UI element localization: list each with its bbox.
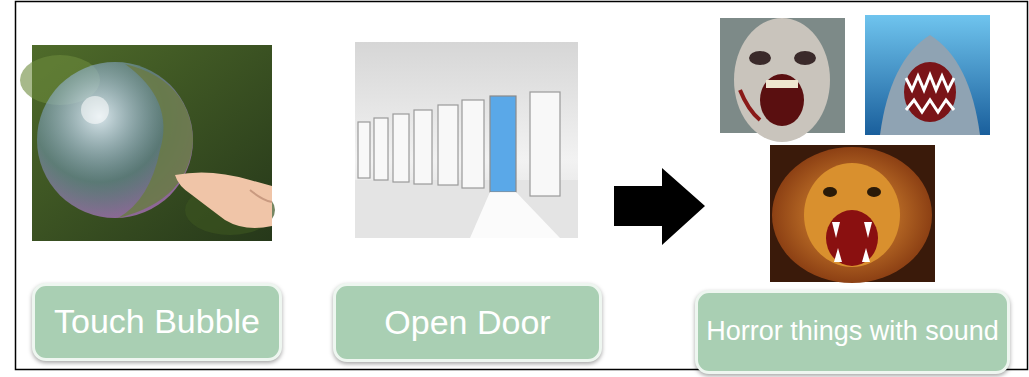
doors-photo — [355, 42, 578, 238]
zombie-photo — [720, 18, 845, 142]
label-text: Open Door — [384, 303, 550, 342]
label-box: Horror things with sound — [695, 290, 1010, 374]
label-box: Touch Bubble — [32, 283, 282, 361]
label-box: Open Door — [333, 283, 602, 362]
shark-photo — [865, 15, 990, 135]
label-text: Horror things with sound — [706, 316, 999, 347]
bubble-photo — [20, 45, 275, 241]
label-text: Touch Bubble — [54, 302, 260, 341]
lion-photo — [770, 145, 935, 283]
block-arrow — [614, 168, 705, 245]
